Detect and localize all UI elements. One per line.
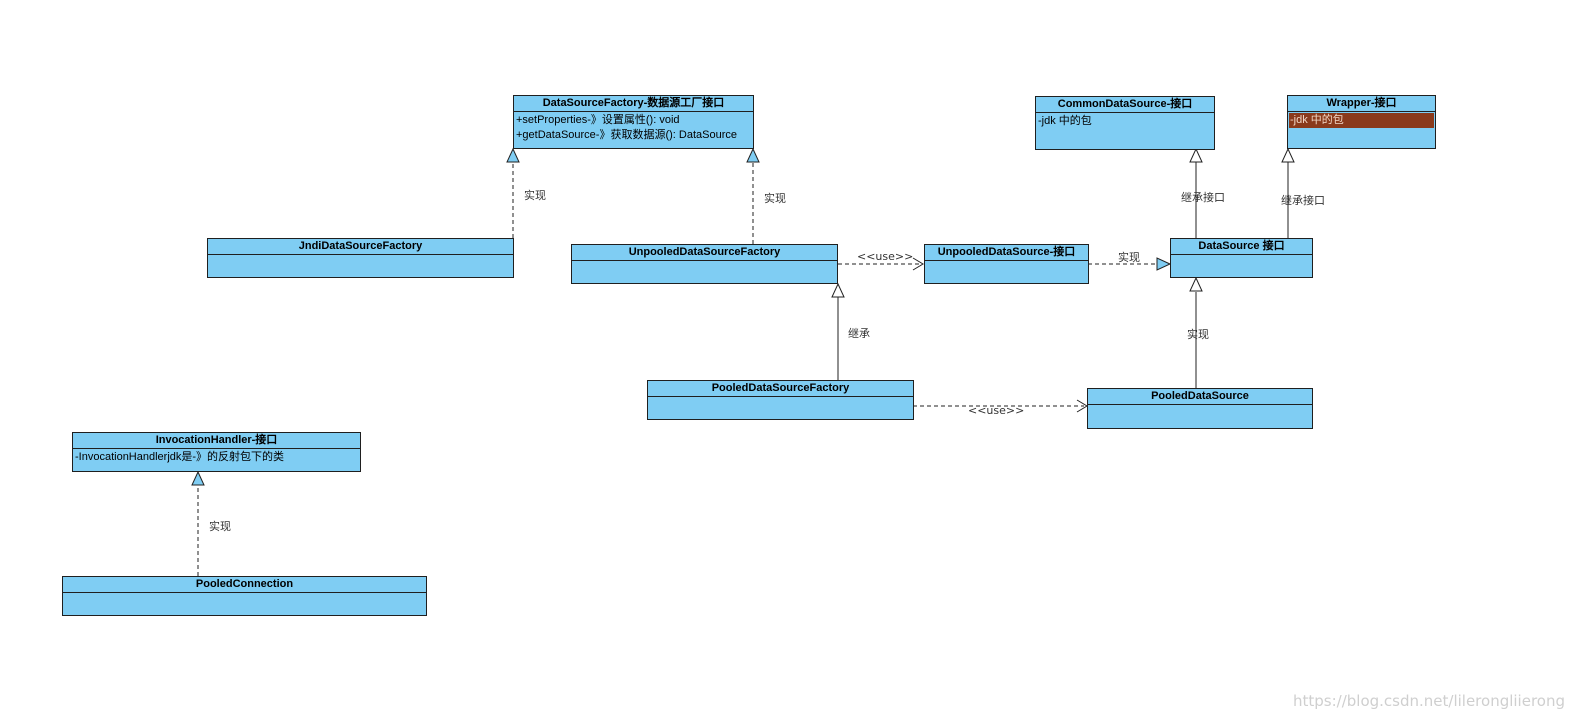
class-name: UnpooledDataSource-接口 (925, 245, 1088, 261)
class-pooleddatasourcefactory[interactable]: PooledDataSourceFactory (647, 380, 914, 420)
class-name: DataSource 接口 (1171, 239, 1312, 255)
relation-label: 继承接口 (1281, 194, 1325, 207)
class-name: Wrapper-接口 (1288, 96, 1435, 112)
class-datasourcefactory[interactable]: DataSourceFactory-数据源工厂接口 +setProperties… (513, 95, 754, 149)
relation-label: 实现 (524, 189, 546, 202)
class-commondatasource[interactable]: CommonDataSource-接口 -jdk 中的包 (1035, 96, 1215, 150)
relation-label: 实现 (1187, 328, 1209, 341)
class-jndidatasourcefactory[interactable]: JndiDataSourceFactory (207, 238, 514, 278)
relation-label: 实现 (1118, 251, 1140, 264)
relation-label: 实现 (764, 192, 786, 205)
class-name: DataSourceFactory-数据源工厂接口 (514, 96, 753, 112)
watermark: https://blog.csdn.net/lilerongliierong (1293, 692, 1565, 710)
use-arrowhead-1 (912, 257, 924, 271)
inherit-arrowhead-wrapper (1281, 147, 1295, 163)
class-invocationhandler[interactable]: InvocationHandler-接口 -InvocationHandlerj… (72, 432, 361, 472)
inherit-arrowhead-common (1189, 147, 1203, 163)
class-attribute: -InvocationHandlerjdk是-》的反射包下的类 (75, 451, 285, 463)
class-method: +getDataSource-》获取数据源(): DataSource (516, 129, 737, 141)
realize-arrowhead-unpooled-factory (746, 147, 760, 163)
class-name: UnpooledDataSourceFactory (572, 245, 837, 261)
relation-label: <<use>> (857, 250, 914, 263)
class-attribute: -jdk 中的包 (1038, 115, 1092, 127)
class-name: PooledDataSourceFactory (648, 381, 913, 397)
class-datasource[interactable]: DataSource 接口 (1170, 238, 1313, 278)
class-wrapper[interactable]: Wrapper-接口 -jdk 中的包 (1287, 95, 1436, 149)
class-unpooleddatasource[interactable]: UnpooledDataSource-接口 (924, 244, 1089, 284)
realize-arrowhead-unpooled-ds (1156, 257, 1172, 271)
class-pooleddatasource[interactable]: PooledDataSource (1087, 388, 1313, 429)
class-pooledconnection[interactable]: PooledConnection (62, 576, 427, 616)
relation-label: 继承接口 (1181, 191, 1225, 204)
class-unpooleddatasourcefactory[interactable]: UnpooledDataSourceFactory (571, 244, 838, 284)
relation-label: 实现 (209, 520, 231, 533)
relation-label: <<use>> (968, 404, 1025, 417)
class-method: +setProperties-》设置属性(): void (516, 114, 680, 126)
class-name: CommonDataSource-接口 (1036, 97, 1214, 113)
realize-arrowhead-pooled-conn (191, 470, 205, 486)
class-name: InvocationHandler-接口 (73, 433, 360, 449)
class-attribute-highlighted: -jdk 中的包 (1289, 113, 1434, 128)
inherit-arrowhead-pooled-ds (1189, 276, 1203, 292)
class-name: PooledDataSource (1088, 389, 1312, 405)
class-name: JndiDataSourceFactory (208, 239, 513, 255)
realize-arrowhead-jndi (506, 147, 520, 163)
inherit-arrowhead-pooled-factory (831, 282, 845, 298)
class-name: PooledConnection (63, 577, 426, 593)
relation-label: 继承 (848, 327, 870, 340)
